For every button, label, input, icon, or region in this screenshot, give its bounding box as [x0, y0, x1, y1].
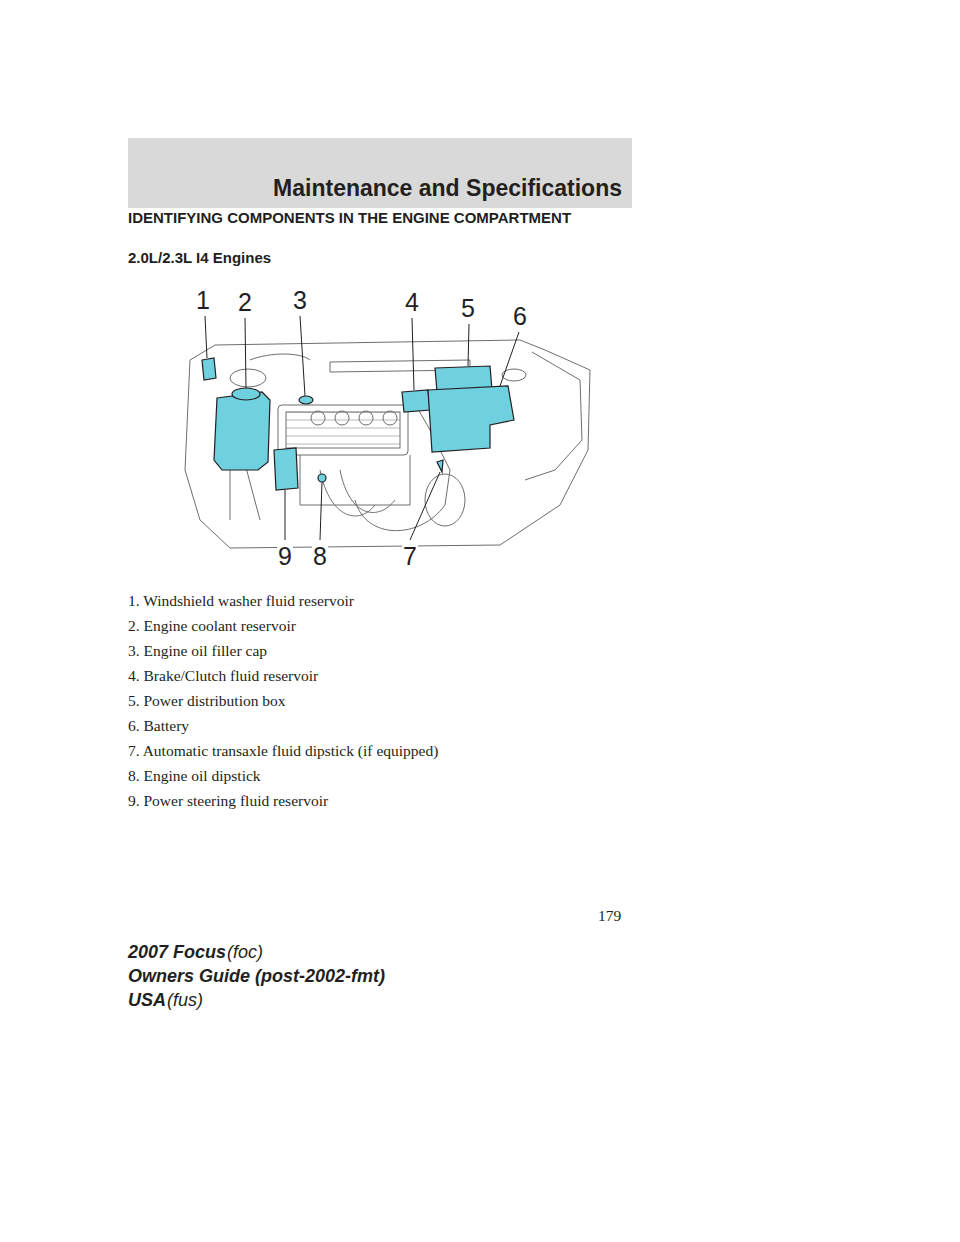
legend-item: 6. Battery	[128, 717, 189, 735]
battery	[428, 386, 514, 452]
footer-market: USA	[128, 990, 166, 1011]
oil-filler-cap	[299, 396, 313, 404]
transaxle-dipstick	[437, 460, 443, 472]
washer-reservoir-cap	[202, 358, 216, 380]
coolant-reservoir	[214, 392, 270, 470]
legend-item: 7. Automatic transaxle fluid dipstick (i…	[128, 742, 438, 760]
legend-item: 1. Windshield washer fluid reservoir	[128, 592, 354, 610]
legend-item: 9. Power steering fluid reservoir	[128, 792, 328, 810]
oil-dipstick	[318, 474, 326, 482]
section-heading: Maintenance and Specifications	[273, 175, 622, 202]
page-number: 179	[598, 907, 621, 925]
legend-item: 5. Power distribution box	[128, 692, 286, 710]
footer-model: 2007 Focus	[128, 942, 226, 963]
callout-number: 5	[460, 294, 476, 323]
callout-number: 3	[292, 286, 308, 315]
coolant-cap	[232, 388, 260, 400]
header-band: Maintenance and Specifications	[128, 138, 632, 208]
leader-lines	[205, 316, 519, 540]
callout-number: 4	[404, 288, 420, 317]
callout-number: 6	[512, 302, 528, 331]
callout-number: 2	[237, 288, 253, 317]
footer-guide: Owners Guide (post-2002-fmt)	[128, 966, 385, 987]
legend-item: 4. Brake/Clutch fluid reservoir	[128, 667, 318, 685]
footer-code: (fus)	[167, 990, 203, 1011]
callout-number: 9	[277, 542, 293, 571]
callout-number: 1	[195, 286, 211, 315]
page-title: IDENTIFYING COMPONENTS IN THE ENGINE COM…	[128, 209, 571, 226]
callout-number: 7	[402, 542, 418, 571]
brake-reservoir	[402, 390, 430, 412]
legend-item: 2. Engine coolant reservoir	[128, 617, 296, 635]
power-steering-reservoir	[274, 448, 298, 490]
callout-number: 8	[312, 542, 328, 571]
highlighted-components	[202, 358, 514, 490]
footer-code: (foc)	[227, 942, 263, 963]
legend-item: 3. Engine oil filler cap	[128, 642, 267, 660]
legend-item: 8. Engine oil dipstick	[128, 767, 261, 785]
sub-heading: 2.0L/2.3L I4 Engines	[128, 249, 271, 266]
